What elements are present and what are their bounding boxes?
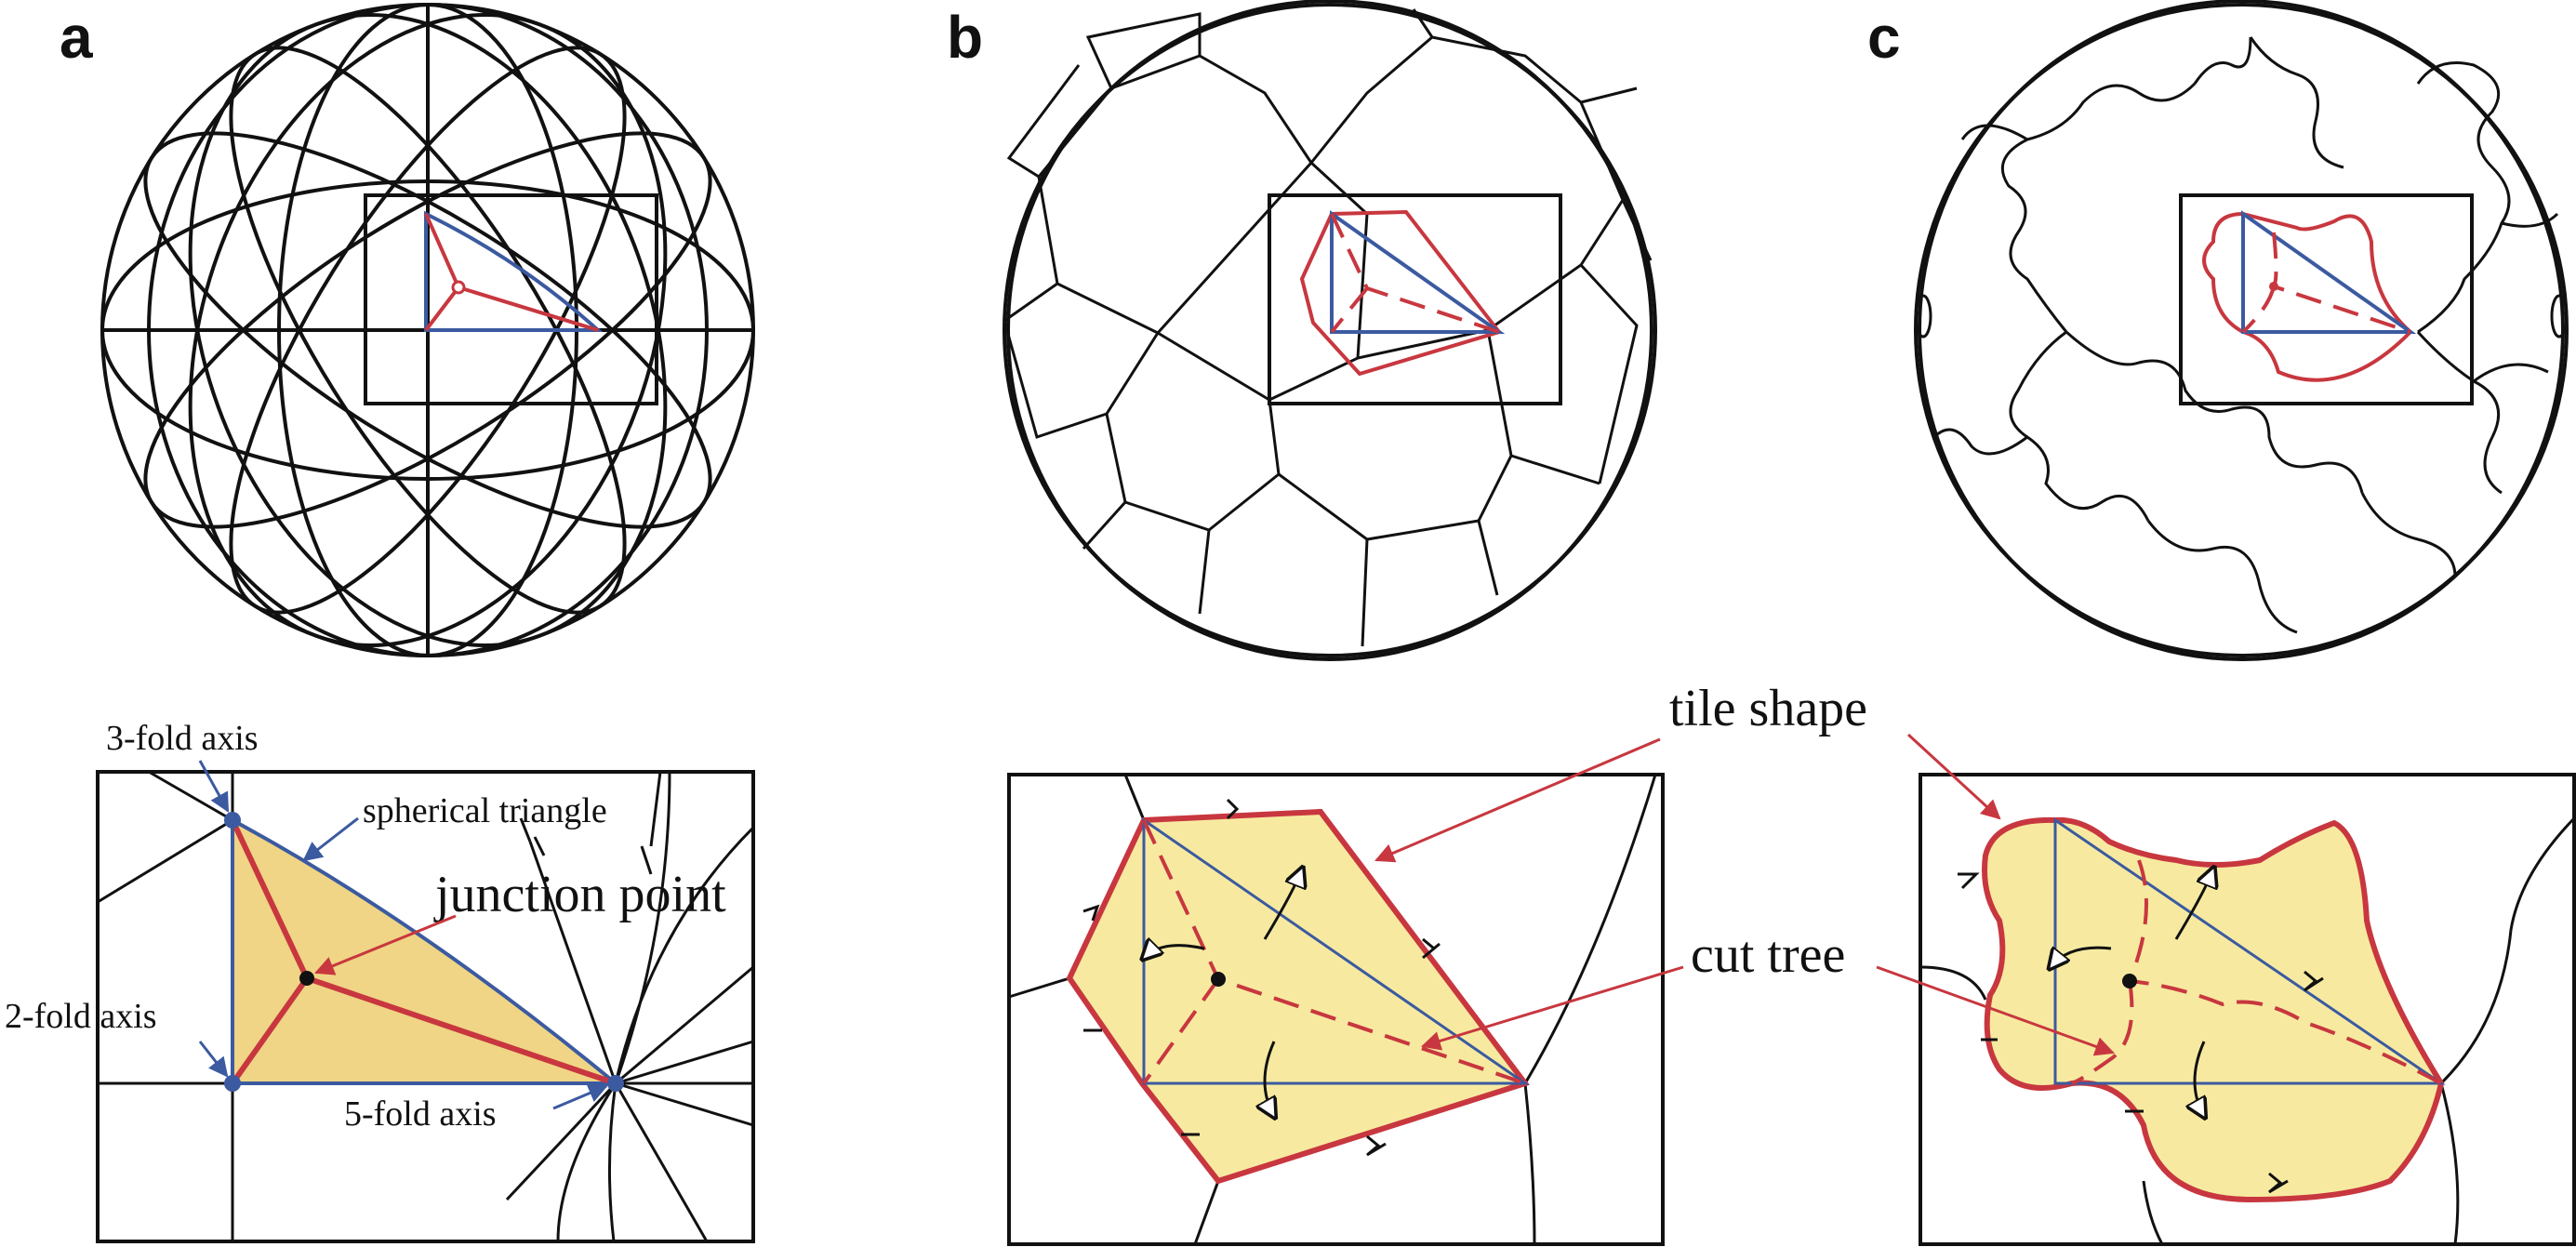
tile-shape-c-outline xyxy=(1982,816,2445,1203)
zoom-box-c xyxy=(2179,193,2474,405)
label-spherical-triangle: spherical triangle xyxy=(363,791,607,830)
cut-tree-c xyxy=(2071,859,2442,1085)
junction-point-dot-b xyxy=(1211,972,1226,987)
label-five-fold-axis: 5-fold axis xyxy=(344,1094,497,1134)
label-junction-point: junction point xyxy=(433,866,726,923)
label-cut-tree: cut tree xyxy=(1691,926,1845,984)
arrow-cut-tree-c xyxy=(1876,965,2115,1056)
zoom-frame-c xyxy=(1919,773,2576,1246)
arrow-tile-shape-c xyxy=(1906,733,2001,820)
junction-point-dot-c xyxy=(2122,974,2137,988)
zoom-box-b xyxy=(1268,193,1562,405)
zoom-detail-c xyxy=(1876,733,2576,1246)
rotation-arrows-c xyxy=(2051,869,2213,1116)
background-lines-b xyxy=(1008,774,1657,1245)
panel-label-b: b xyxy=(947,4,983,71)
tile-shape-b-outline xyxy=(1066,808,1530,1185)
panel-a: a xyxy=(60,3,755,657)
panel-b: b xyxy=(947,0,1657,661)
background-lines-c xyxy=(1919,816,2576,1245)
arrow-cut-tree-b xyxy=(1420,965,1684,1051)
panel-label-c: c xyxy=(1867,4,1901,71)
zoom-frame-a xyxy=(96,770,755,1243)
arrow-junction-point xyxy=(314,914,457,975)
edge-tick-marks-b xyxy=(1082,798,1441,1157)
panel-label-a: a xyxy=(60,4,93,71)
arrow-spherical-triangle xyxy=(302,816,359,862)
three-fold-axis-dot xyxy=(224,812,241,829)
arrow-two-fold-axis xyxy=(198,1041,229,1078)
zoom-frame-b xyxy=(1007,773,1665,1246)
zoom-box-a xyxy=(364,193,658,405)
arrow-tile-shape-b xyxy=(1374,737,1661,863)
label-tile-shape: tile shape xyxy=(1669,680,1867,737)
arrow-three-fold-axis xyxy=(198,760,230,813)
freeform-tiled-sphere-c xyxy=(1914,0,2569,661)
five-fold-axis-dot xyxy=(607,1075,624,1092)
junction-point-dot xyxy=(299,971,314,986)
edge-tick-marks-c xyxy=(1958,872,2324,1194)
icosahedral-sphere-great-circles xyxy=(100,3,755,657)
rotation-arrows-b xyxy=(1144,869,1302,1116)
spherical-triangle-edges xyxy=(231,816,621,1085)
two-fold-axis-dot xyxy=(224,1075,241,1092)
arrow-five-fold-axis xyxy=(552,1083,608,1110)
spherical-triangle-small-a xyxy=(424,210,604,332)
zoom-detail-b: tile shape cut tree xyxy=(1007,680,1867,1246)
tile-shape-c-fill xyxy=(1985,819,2441,1200)
label-two-fold-axis: 2-fold axis xyxy=(5,997,157,1036)
zoom-detail-a: 3-fold axis 2-fold axis 5-fold axis sphe… xyxy=(5,719,755,1243)
tile-small-c xyxy=(2202,210,2417,382)
tile-small-b xyxy=(1299,209,1506,377)
spherical-triangle-fill xyxy=(232,820,616,1083)
label-three-fold-axis: 3-fold axis xyxy=(106,719,259,758)
voronoi-sphere-b xyxy=(1003,0,1657,661)
panel-c: c xyxy=(1867,0,2569,661)
